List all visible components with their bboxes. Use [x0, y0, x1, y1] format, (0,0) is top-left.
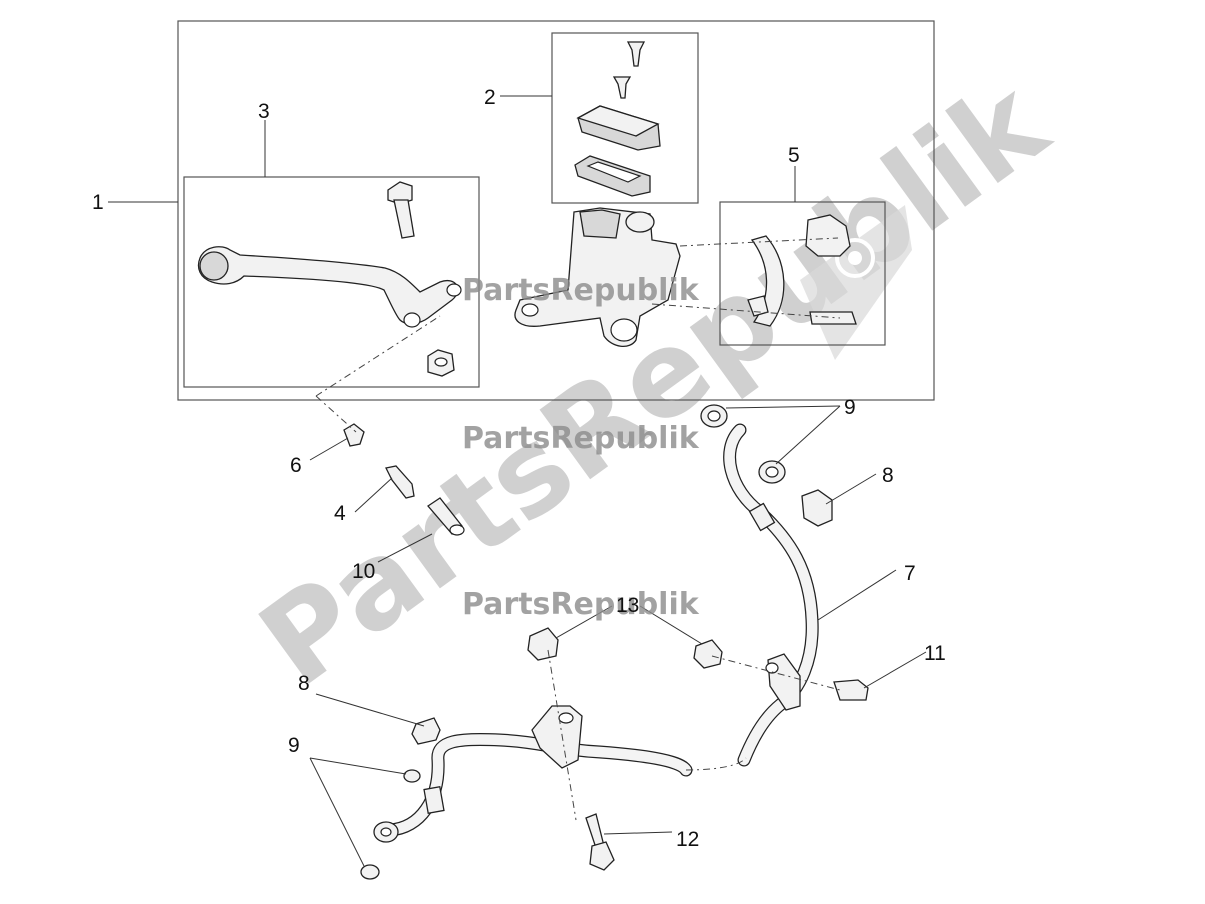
- callout-7: 7: [904, 562, 916, 585]
- watermark-repeat-1: PartsRepublik: [462, 273, 700, 308]
- clamp-frame-5: [719, 201, 886, 346]
- callout-5: 5: [788, 144, 800, 167]
- assembly-frame-1: [177, 20, 935, 401]
- assembly-axes: [315, 237, 841, 821]
- callout-13: 13: [616, 594, 639, 617]
- upper-hose: [723, 423, 819, 767]
- clutch-lever: [197, 181, 462, 377]
- callout-6: 6: [290, 454, 302, 477]
- master-cylinder: [514, 207, 681, 347]
- leader-lines: [108, 95, 927, 867]
- lever-frame-3: [183, 176, 480, 388]
- callout-8-upper: 8: [882, 464, 894, 487]
- handlebar-clamp: [747, 214, 857, 327]
- lower-hose: [373, 705, 693, 843]
- callout-11: 11: [924, 642, 946, 665]
- watermark-repeat-text-2: PartsRepublik: [462, 421, 700, 456]
- callout-2: 2: [484, 86, 496, 109]
- small-parts: [343, 404, 869, 880]
- cover-frame-2: [551, 32, 699, 204]
- reservoir-cover-parts: [574, 41, 661, 197]
- callout-12: 12: [676, 828, 699, 851]
- watermark-repeat-2: PartsRepublik: [462, 421, 700, 456]
- callout-9-upper: 9: [844, 396, 856, 419]
- callout-10: 10: [352, 560, 375, 583]
- watermark-repeat-text-1: PartsRepublik: [462, 273, 700, 308]
- watermark-repeat-3: PartsRepublik: [462, 587, 700, 622]
- callout-labels: 1 2 3 4 5 6 7 8 8 9 9 10 11 12 13: [92, 86, 946, 851]
- watermark-repeat-text-3: PartsRepublik: [462, 587, 700, 622]
- callout-1: 1: [92, 191, 104, 214]
- callout-3: 3: [258, 100, 270, 123]
- callout-4: 4: [334, 502, 346, 525]
- callout-9-lower: 9: [288, 734, 300, 757]
- callout-8-lower: 8: [298, 672, 310, 695]
